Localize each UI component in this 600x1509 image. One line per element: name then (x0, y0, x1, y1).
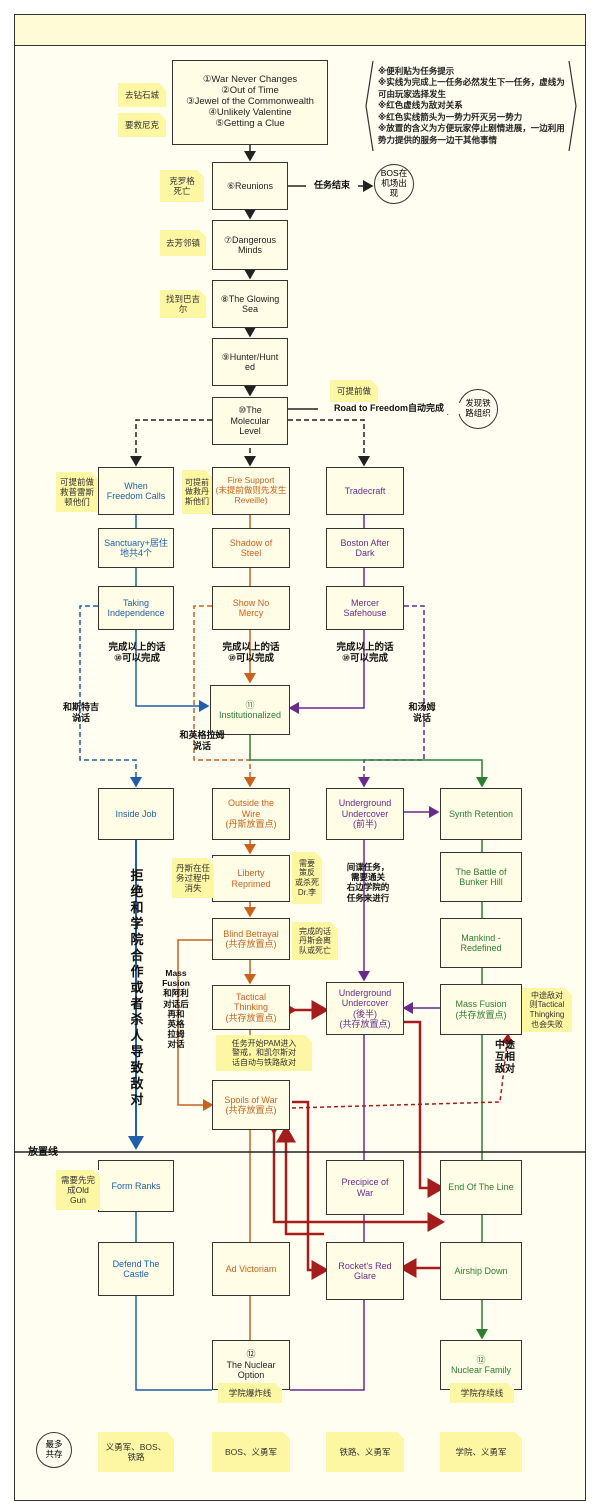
green-lines (249, 735, 488, 1340)
sticky-need-old-gun: 需要先完 成Old Gun (56, 1170, 100, 1210)
node-reunions[interactable]: ⑥Reunions (212, 162, 288, 210)
label-placement-line: 放置线 (28, 1147, 58, 1158)
node-mankind-redefined[interactable]: Mankind - Redefined (440, 918, 522, 968)
orange-lines (177, 515, 256, 1340)
node-tactical-thinking[interactable]: Tactical Thinking (共存放置点) (212, 985, 290, 1030)
header-bar (14, 14, 586, 46)
sticky-kellogg-dead: 克罗格 死亡 (160, 170, 204, 202)
node-boston-after-dark[interactable]: Boston After Dark (326, 528, 404, 568)
label-refuse-institute: 拒绝和学院合作或者杀人导致敌对 (130, 868, 144, 1107)
sticky-institute-survive: 学院存续线 (450, 1383, 514, 1403)
node-rockets-red-glare[interactable]: Rocket's Red Glare (326, 1242, 404, 1300)
label-complete-above-2: 完成以上的话 ⑩可以完成 (222, 642, 280, 665)
circle-find-railroad: 发现铁 路组织 (458, 389, 498, 429)
node-spoils-of-war[interactable]: Spoils of War (共存放置点) (212, 1080, 290, 1130)
node-airship-down[interactable]: Airship Down (440, 1242, 522, 1300)
label-mass-fusion-talk: Mass Fusion 和阿利 对话后 再和 英格 拉姆 对话 (162, 968, 190, 1050)
node-nuclear-family[interactable]: ⑫ Nuclear Family (440, 1340, 522, 1390)
sticky-danse-leave: 完成的话 丹斯会离 队或死亡 (292, 922, 338, 960)
sticky-early-preston: 可提前做 救普雷斯 顿他们 (56, 472, 98, 512)
label-complete-above-1: 完成以上的话 ⑩可以完成 (108, 642, 166, 665)
label-complete-above-3: 完成以上的话 ⑩可以完成 (336, 642, 394, 665)
label-midway-hostile: 中途 互相 敌对 (495, 1040, 515, 1075)
label-quest-end: 任务结束 (306, 180, 358, 191)
sticky-need-persuade: 需要 策反 或杀死 Dr.李 (292, 852, 322, 904)
sticky-danse-vanish: 丹斯在任 务过程中 消失 (172, 858, 214, 898)
circle-max-coexist: 最多 共存 (36, 1432, 72, 1468)
node-glowing-sea[interactable]: ⑧The Glowing Sea (212, 280, 288, 328)
node-sanctuary[interactable]: Sanctuary+居住地共4个 (98, 528, 174, 568)
node-main-start[interactable]: ①War Never Changes ②Out of Time ③Jewel o… (172, 60, 328, 145)
node-ad-victoriam[interactable]: Ad Victoriam (212, 1242, 290, 1296)
label-talk-ingram: 和英格拉姆 说话 (179, 730, 225, 751)
label-road-to-freedom: Road to Freedom自动完成 (318, 403, 460, 414)
node-end-of-the-line[interactable]: End Of The Line (440, 1160, 522, 1215)
node-fire-support[interactable]: Fire Support (未提前做则先发生Reveille) (212, 467, 290, 515)
legend-bracket-left (365, 60, 374, 152)
label-spy-mission: 间谍任务， 需要通关 右边学院的 任务来进行 (346, 862, 390, 903)
label-talk-tom: 和汤姆 说话 (408, 702, 436, 723)
node-form-ranks[interactable]: Form Ranks (98, 1160, 174, 1212)
node-taking-independence[interactable]: Taking Independence (98, 586, 174, 630)
node-show-no-mercy[interactable]: Show No Mercy (212, 586, 290, 630)
circle-bos-arrive: BOS在 机场出 现 (374, 164, 414, 204)
sticky-find-bobby: 找到巴吉尔 (160, 290, 206, 318)
node-hunter-hunted[interactable]: ⑨Hunter/Hunt ed (212, 338, 288, 386)
node-institutionalized[interactable]: ⑪ Institutionalized (210, 685, 290, 735)
node-tradecraft[interactable]: Tradecraft (326, 467, 404, 515)
purple-lines (288, 515, 440, 1391)
node-mercer-safehouse[interactable]: Mercer Safehouse (326, 586, 404, 630)
sticky-ending-3: 铁路、义勇军 (326, 1432, 404, 1472)
sticky-early-danse: 可提前 做救丹 斯他们 (182, 470, 212, 514)
node-battle-bunker-hill[interactable]: The Battle of Bunker Hill (440, 852, 522, 902)
node-underground-undercover-2[interactable]: Underground Undercover (後半) (共存放置点) (326, 982, 404, 1035)
blue-dashed-line (79, 605, 142, 788)
node-mass-fusion[interactable]: Mass Fusion (共存放置点) (440, 984, 522, 1035)
sticky-ending-2: BOS、义勇军 (212, 1432, 290, 1472)
sticky-ending-4: 学院、义勇军 (440, 1432, 522, 1472)
node-underground-undercover-1[interactable]: Underground Undercover (前半) (326, 788, 404, 840)
sticky-institute-blow: 学院爆炸线 (218, 1383, 282, 1403)
node-liberty-reprimed[interactable]: Liberty Reprimed (212, 855, 290, 902)
sticky-midway-tactical: 中途敌对 则Tactical Thingking 也会失败 (522, 988, 572, 1032)
node-outside-the-wire[interactable]: Outside the Wire (丹斯放置点) (212, 788, 290, 840)
node-synth-retention[interactable]: Synth Retention (440, 788, 522, 840)
purple-dashed-line (358, 605, 425, 788)
node-when-freedom-calls[interactable]: When Freedom Calls (98, 467, 174, 515)
label-talk-sturges: 和斯特吉 说话 (62, 702, 99, 723)
node-precipice-of-war[interactable]: Precipice of War (326, 1160, 404, 1215)
orange-dashed-line (193, 605, 256, 788)
node-molecular-level[interactable]: ⑩The Molecular Level (212, 397, 288, 445)
node-shadow-of-steel[interactable]: Shadow of Steel (212, 528, 290, 568)
sticky-can-early: 可提前做 (330, 380, 378, 402)
sticky-goodneighbor: 去芳邻镇 (160, 230, 206, 256)
sticky-pam-notice: 任务开始PAM进入 警戒，和凯尔斯对 话自动与铁路敌对 (216, 1035, 312, 1071)
node-inside-job[interactable]: Inside Job (98, 788, 174, 840)
sticky-ending-1: 义勇军、BOS、 铁路 (98, 1432, 174, 1472)
legend-bracket-right (568, 60, 577, 152)
red-dashed-line (291, 1033, 514, 1109)
node-blind-betrayal[interactable]: Blind Betrayal (共存放置点) (212, 918, 290, 960)
node-nuclear-option[interactable]: ⑫ The Nuclear Option (212, 1340, 290, 1390)
legend-text: ※便利贴为任务提示 ※实线为完成上一任务必然发生下一任务，虚线为可由玩家选择发生… (378, 66, 565, 145)
node-dangerous-minds[interactable]: ⑦Dangerous Minds (212, 220, 288, 270)
node-defend-the-castle[interactable]: Defend The Castle (98, 1242, 174, 1296)
sticky-save-nick: 要救尼克 (118, 113, 166, 137)
sticky-diamond-city: 去钻石城 (118, 83, 166, 107)
